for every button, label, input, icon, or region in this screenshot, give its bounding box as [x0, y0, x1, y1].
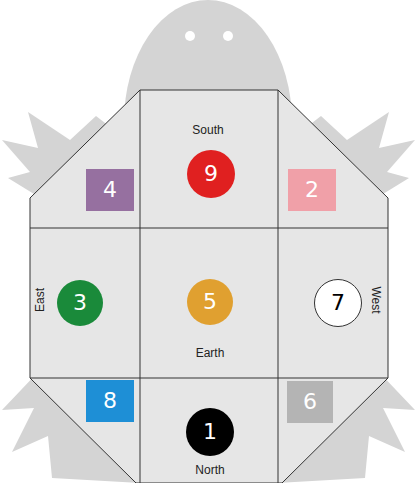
node-number: 9 [204, 163, 218, 185]
turtle-eye [185, 31, 195, 41]
node-number: 2 [305, 179, 319, 201]
node-number: 1 [203, 421, 217, 443]
number-circle: 3 [57, 280, 103, 326]
trigram-square: 4 [86, 169, 134, 211]
number-circle: 7 [314, 279, 362, 327]
node-number: 6 [303, 391, 317, 413]
node-number: 7 [331, 292, 345, 314]
node-number: 3 [73, 292, 87, 314]
number-circle: 1 [186, 408, 234, 456]
node-number: 5 [203, 291, 217, 313]
direction-label: West [370, 286, 382, 313]
grid-lines [30, 90, 388, 483]
node-number: 8 [103, 390, 117, 412]
node-number: 4 [103, 179, 117, 201]
direction-label: South [192, 124, 223, 136]
trigram-square: 6 [287, 381, 333, 423]
number-circle: 9 [187, 150, 235, 198]
trigram-square: 8 [86, 380, 134, 422]
element-label: Earth [196, 347, 225, 359]
octagon-grid [30, 90, 388, 483]
turtle-eye [223, 31, 233, 41]
direction-label: North [195, 464, 224, 476]
trigram-square: 2 [288, 169, 336, 211]
number-circle: 5 [187, 279, 233, 325]
direction-label: East [34, 288, 46, 312]
